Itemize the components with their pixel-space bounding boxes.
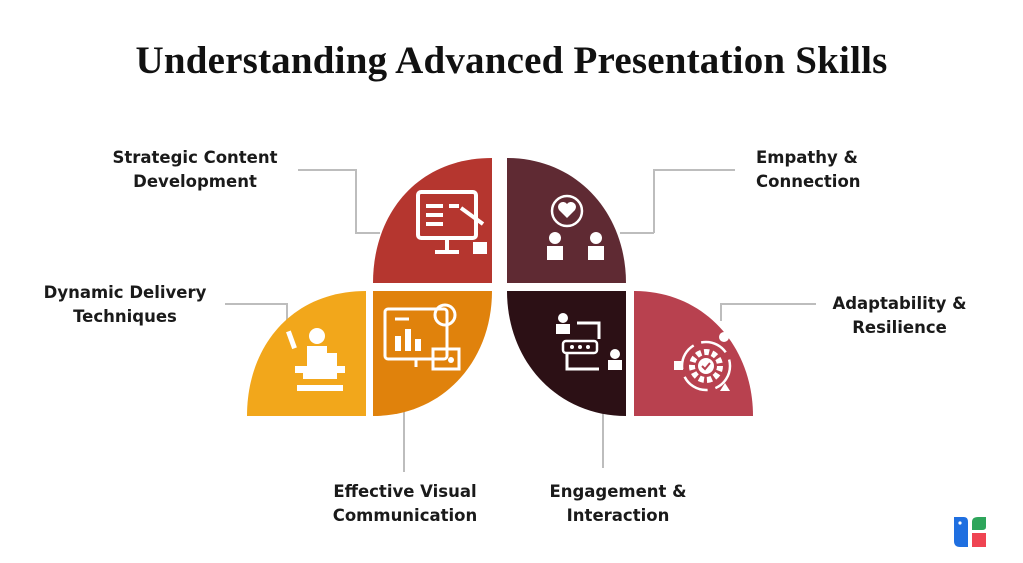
- slide-title: Understanding Advanced Presentation Skil…: [135, 39, 888, 82]
- label-line: Interaction: [566, 506, 670, 525]
- label-line: Strategic Content: [112, 148, 278, 167]
- petal-strategic-content: [373, 158, 492, 283]
- dashboard-chart-icon: [383, 303, 461, 371]
- label-adaptability-resilience: Adaptability & Resilience: [812, 292, 987, 340]
- connector-line: [653, 169, 735, 171]
- petal-empathy-connection: [507, 158, 626, 283]
- petal-dynamic-delivery: [247, 291, 366, 416]
- label-line: Communication: [332, 506, 478, 525]
- speaker-podium-icon: [286, 328, 345, 391]
- gear-cycle-icon: [674, 332, 732, 392]
- conversation-exchange-icon: [556, 313, 622, 370]
- label-line: Techniques: [73, 307, 177, 326]
- heart-people-icon: [547, 194, 604, 260]
- monitor-writing-icon: [416, 190, 478, 254]
- label-line: Resilience: [852, 318, 947, 337]
- petal-adaptability-resilience: [634, 291, 753, 416]
- brand-logo: [952, 513, 988, 549]
- connector-line: [620, 232, 654, 234]
- connector-line: [355, 232, 380, 234]
- label-line: Development: [133, 172, 257, 191]
- connector-line: [653, 169, 655, 233]
- label-line: Empathy &: [756, 148, 858, 167]
- connector-line: [720, 303, 722, 321]
- petal-effective-visual: [373, 291, 492, 416]
- connector-line: [298, 169, 356, 171]
- label-line: Connection: [756, 172, 861, 191]
- label-line: Engagement &: [549, 482, 687, 501]
- label-line: Effective Visual: [333, 482, 477, 501]
- label-line: Dynamic Delivery: [43, 283, 207, 302]
- label-line: Adaptability &: [832, 294, 967, 313]
- connector-line: [286, 303, 288, 321]
- connector-line: [355, 169, 357, 233]
- connector-line: [225, 303, 287, 305]
- label-engagement-interaction: Engagement & Interaction: [523, 480, 713, 528]
- petal-engagement-interaction: [507, 291, 626, 416]
- connector-line: [720, 303, 816, 305]
- connector-line: [602, 410, 604, 468]
- label-empathy-connection: Empathy & Connection: [756, 146, 916, 194]
- connector-line: [403, 410, 405, 472]
